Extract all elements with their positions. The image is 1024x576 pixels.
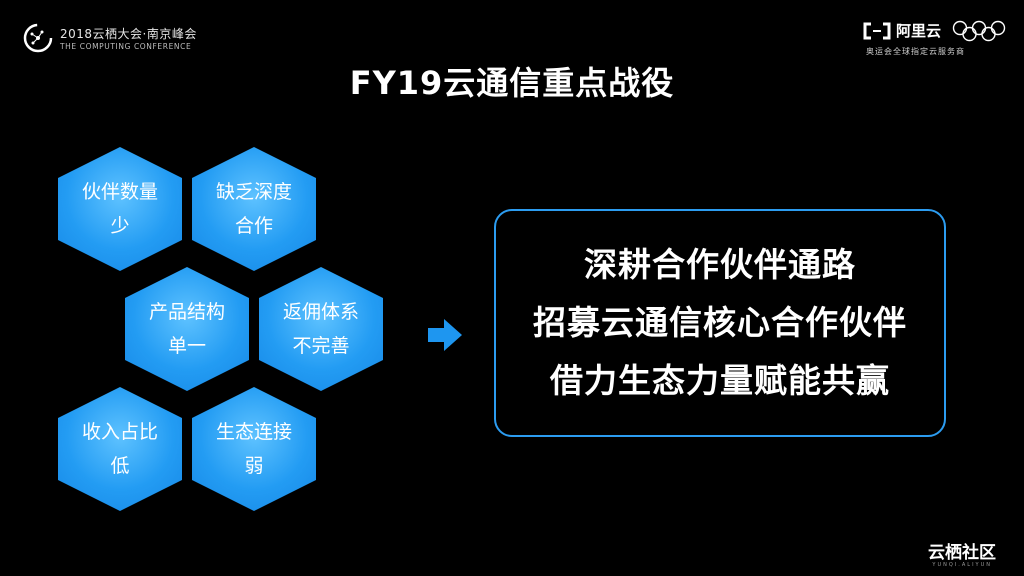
problem-hex-revenue-share: 收入占比低	[58, 387, 182, 511]
problem-hex-partner-count: 伙伴数量少	[58, 147, 182, 271]
brand-name: 阿里云	[896, 22, 942, 40]
problem-label: 缺乏深度合作	[216, 181, 293, 237]
problem-label: 收入占比低	[82, 421, 159, 477]
problem-label: 返佣体系不完善	[283, 301, 360, 357]
problem-label: 伙伴数量少	[82, 181, 159, 237]
conference-english-name: THE COMPUTING CONFERENCE	[60, 42, 192, 51]
problem-hex-product-structure: 产品结构单一	[125, 267, 249, 391]
solution-box: 深耕合作伙伴通路 招募云通信核心合作伙伴 借力生态力量赋能共赢	[494, 209, 946, 437]
slide-title: FY19云通信重点战役	[349, 64, 675, 102]
problem-hex-cooperation-depth: 缺乏深度合作	[192, 147, 316, 271]
brand-subtitle: 奥运会全球指定云服务商	[866, 47, 965, 56]
problem-hex-commission-system: 返佣体系不完善	[259, 267, 383, 391]
aliyun-logo-icon	[863, 22, 891, 40]
community-subtitle: YUNQI.ALIYUN	[932, 562, 992, 568]
problem-label: 产品结构单一	[149, 301, 226, 357]
conference-logo-icon	[23, 23, 53, 53]
community-name: 云栖社区	[928, 543, 996, 563]
solution-line: 招募云通信核心合作伙伴	[533, 303, 907, 342]
solution-line: 借力生态力量赋能共赢	[550, 361, 890, 400]
conference-name: 2018云栖大会·南京峰会	[60, 27, 197, 41]
solution-line: 深耕合作伙伴通路	[584, 245, 856, 284]
right-arrow-icon	[428, 319, 462, 351]
community-logo: 云栖社区 YUNQI.ALIYUN	[908, 538, 1008, 572]
aliyun-logo: 阿里云 奥运会全球指定云服务商	[862, 18, 1012, 58]
problem-hex-ecosystem-connection: 生态连接弱	[192, 387, 316, 511]
conference-logo: 2018云栖大会·南京峰会 THE COMPUTING CONFERENCE	[22, 22, 222, 56]
olympic-rings-icon	[952, 20, 1006, 42]
problem-label: 生态连接弱	[216, 421, 293, 477]
